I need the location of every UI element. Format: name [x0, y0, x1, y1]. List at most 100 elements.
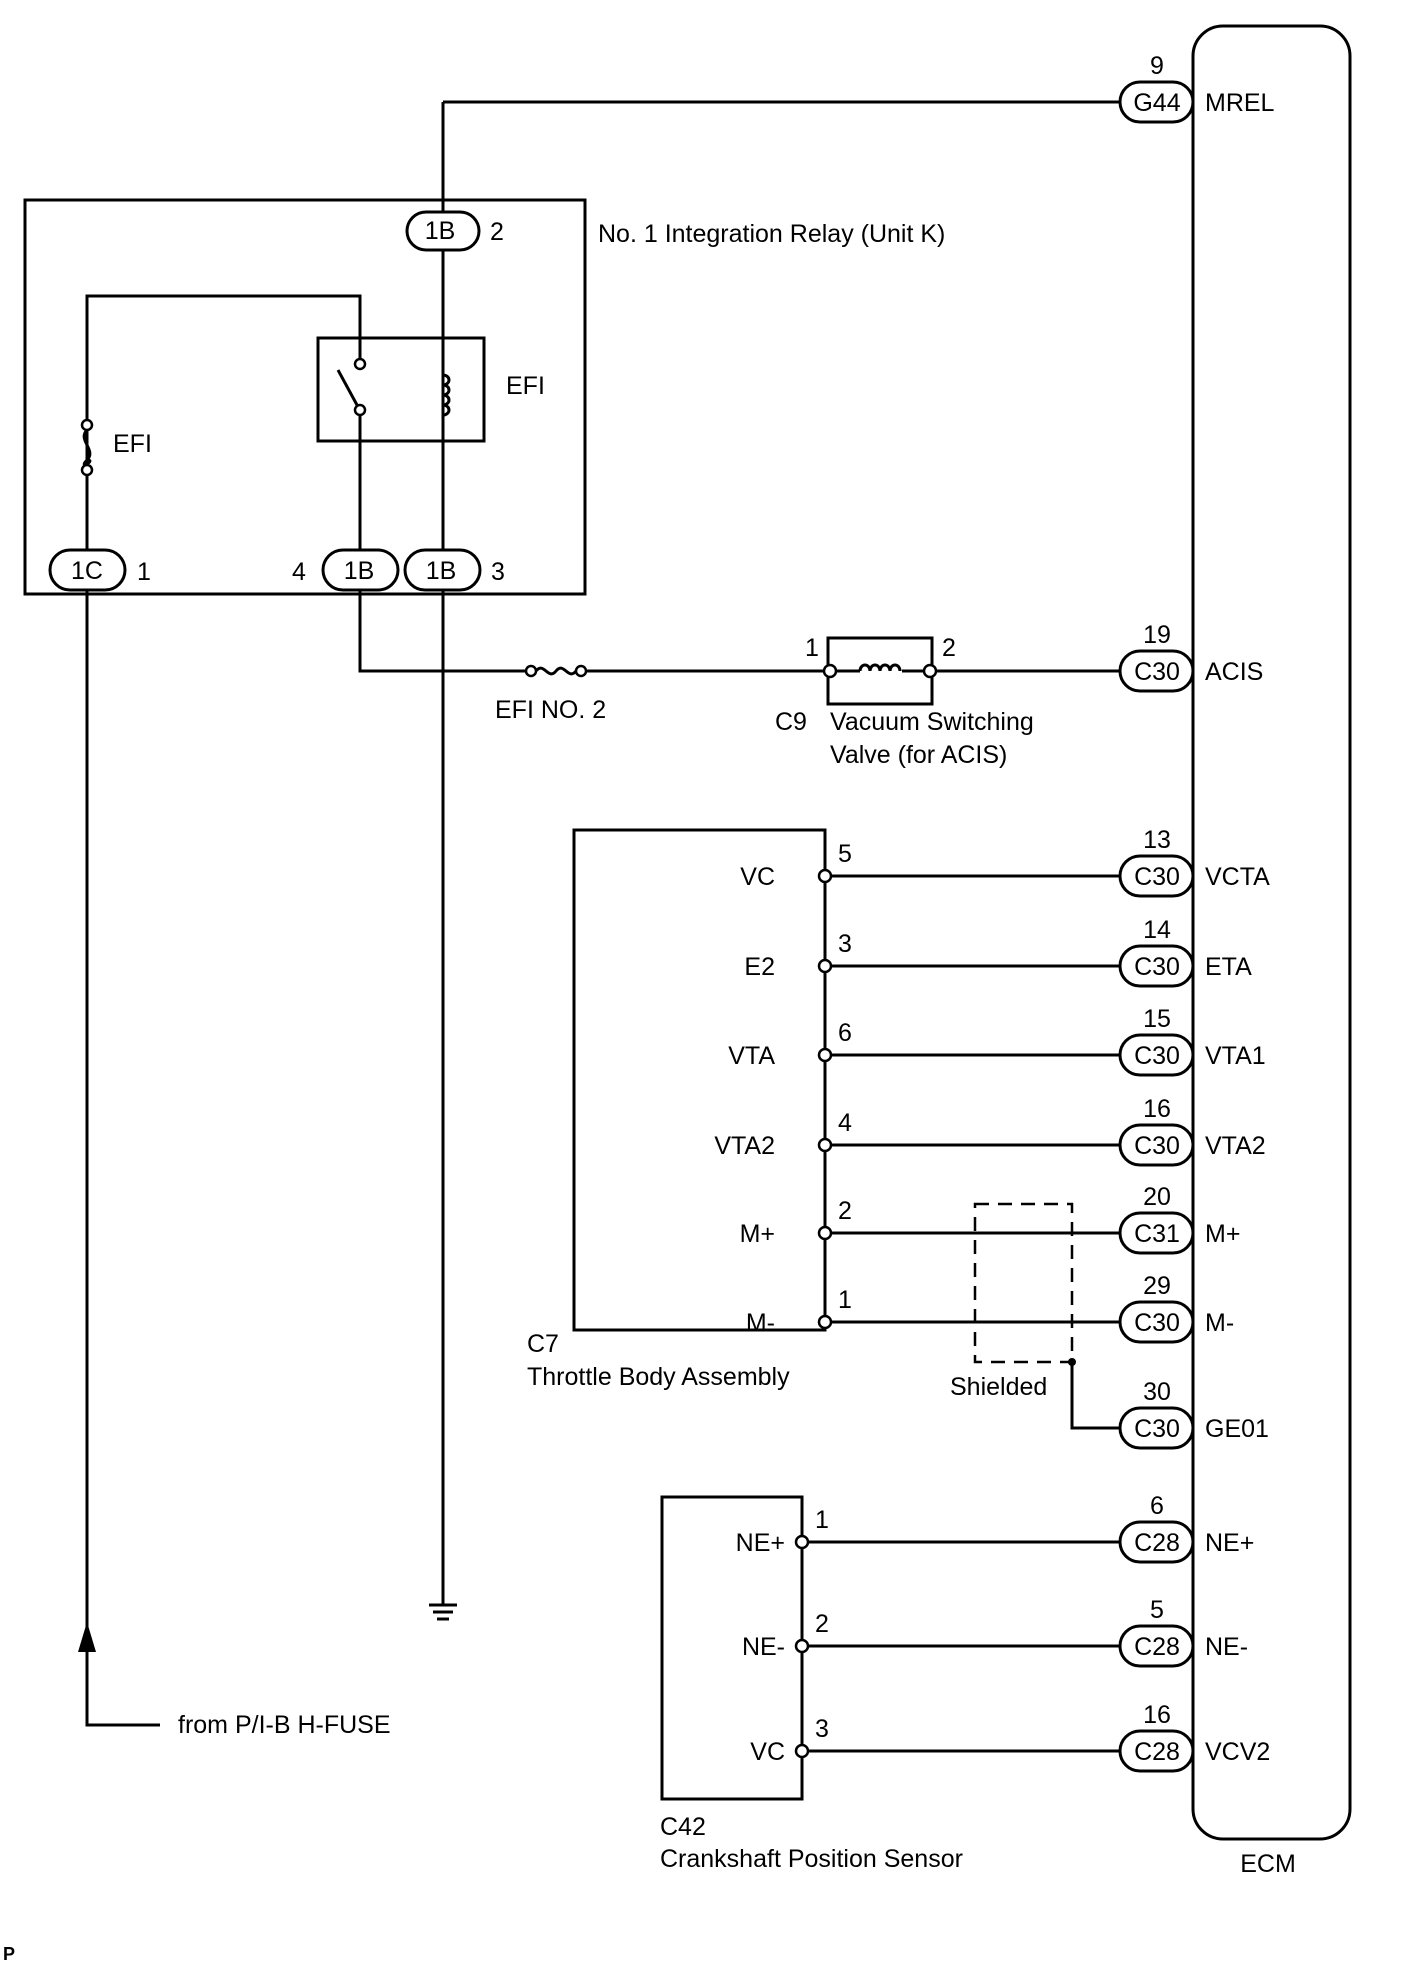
vsv-code: C9 — [775, 708, 807, 736]
throttle-terminal — [817, 1225, 833, 1241]
relay-efi-label: EFI — [506, 372, 545, 400]
throttle-terminal-pin: 3 — [838, 930, 852, 958]
switch-blade — [336, 369, 359, 406]
ground-icon — [429, 1603, 457, 1621]
vsv-name-line2: Valve (for ACIS) — [830, 741, 1007, 769]
relay-efi-box — [316, 336, 486, 443]
crank-terminal-label: NE+ — [736, 1529, 785, 1557]
crank-code: C42 — [660, 1813, 706, 1841]
crank-terminal — [794, 1534, 810, 1550]
fuse-efi-terminal-bottom — [80, 463, 94, 477]
throttle-terminal — [817, 958, 833, 974]
svg-text:MREL: MREL — [1205, 89, 1275, 117]
svg-text:C30: C30 — [1134, 863, 1180, 891]
svg-text:19: 19 — [1143, 621, 1171, 649]
svg-text:C31: C31 — [1134, 1220, 1180, 1248]
svg-text:5: 5 — [1150, 1596, 1164, 1624]
switch-contact-top — [353, 357, 367, 371]
relay-unit-box — [23, 198, 587, 596]
svg-text:1B: 1B — [425, 217, 456, 245]
coil-icon — [442, 373, 451, 417]
fuse-efi-no2-icon — [534, 666, 578, 676]
wire-mrel — [441, 100, 1120, 214]
svg-text:16: 16 — [1143, 1701, 1171, 1729]
crank-name: Crankshaft Position Sensor — [660, 1845, 963, 1873]
throttle-body-box — [572, 828, 827, 1332]
vsv-pin1: 1 — [805, 634, 819, 662]
crank-terminal — [794, 1743, 810, 1759]
source-label: from P/I-B H-FUSE — [178, 1711, 391, 1739]
svg-text:4: 4 — [292, 558, 306, 586]
throttle-terminal — [817, 868, 833, 884]
wire-fuse-switch — [85, 294, 362, 421]
svg-text:C30: C30 — [1134, 1309, 1180, 1337]
svg-text:14: 14 — [1143, 916, 1171, 944]
svg-text:G44: G44 — [1133, 89, 1180, 117]
svg-text:30: 30 — [1143, 1378, 1171, 1406]
svg-text:ACIS: ACIS — [1205, 658, 1263, 686]
throttle-terminal-label: E2 — [744, 953, 775, 981]
svg-text:6: 6 — [1150, 1492, 1164, 1520]
svg-text:NE+: NE+ — [1205, 1529, 1254, 1557]
wire-shield-ground — [1070, 1362, 1120, 1430]
svg-text:GE01: GE01 — [1205, 1415, 1269, 1443]
relay-title: No. 1 Integration Relay (Unit K) — [598, 220, 945, 248]
svg-text:C28: C28 — [1134, 1738, 1180, 1766]
throttle-terminal — [817, 1314, 833, 1330]
shield-node — [1068, 1358, 1076, 1366]
svg-text:C30: C30 — [1134, 1132, 1180, 1160]
svg-text:C30: C30 — [1134, 658, 1180, 686]
svg-text:1B: 1B — [426, 557, 457, 585]
svg-text:9: 9 — [1150, 52, 1164, 80]
fuse-efi-icon — [82, 428, 92, 466]
throttle-terminal-pin: 5 — [838, 840, 852, 868]
svg-text:ETA: ETA — [1205, 953, 1252, 981]
svg-text:1: 1 — [137, 558, 151, 586]
throttle-terminal-pin: 4 — [838, 1109, 852, 1137]
svg-text:15: 15 — [1143, 1005, 1171, 1033]
wire-acis-1 — [358, 590, 527, 673]
svg-text:NE-: NE- — [1205, 1633, 1248, 1661]
svg-text:1B: 1B — [344, 557, 375, 585]
fuse-efi-label: EFI — [113, 430, 152, 458]
connector-1b-pin4: 1B 4 — [292, 548, 400, 592]
vsv-terminal-1 — [822, 663, 838, 679]
svg-text:VCTA: VCTA — [1205, 863, 1270, 891]
throttle-terminal-label: M- — [746, 1309, 775, 1337]
ecm-label: ECM — [1240, 1850, 1296, 1878]
crank-terminal-label: VC — [750, 1738, 785, 1766]
shield-label: Shielded — [950, 1373, 1047, 1401]
svg-text:16: 16 — [1143, 1095, 1171, 1123]
throttle-terminal-label: VTA — [728, 1042, 775, 1070]
throttle-terminal-label: M+ — [740, 1220, 775, 1248]
svg-text:VTA1: VTA1 — [1205, 1042, 1266, 1070]
crank-terminal-pin: 3 — [815, 1715, 829, 1743]
svg-text:1C: 1C — [71, 557, 103, 585]
corner-label: P — [3, 1944, 15, 1963]
vsv-pin2: 2 — [942, 634, 956, 662]
vsv-name-line1: Vacuum Switching — [830, 708, 1034, 736]
svg-text:20: 20 — [1143, 1183, 1171, 1211]
svg-text:M-: M- — [1205, 1309, 1234, 1337]
throttle-code: C7 — [527, 1330, 559, 1358]
connector-1c-pin1: 1C 1 — [48, 548, 151, 592]
svg-text:C30: C30 — [1134, 1042, 1180, 1070]
svg-text:29: 29 — [1143, 1272, 1171, 1300]
vsv-coil-icon — [858, 663, 902, 672]
fuse-efi-no2-terminal-right — [574, 664, 588, 678]
throttle-terminal-label: VC — [740, 863, 775, 891]
throttle-terminal-pin: 2 — [838, 1197, 852, 1225]
fuse-efi-terminal-top — [80, 418, 94, 432]
svg-text:2: 2 — [490, 218, 504, 246]
crank-terminal-pin: 1 — [815, 1506, 829, 1534]
shield-box — [973, 1202, 1074, 1364]
